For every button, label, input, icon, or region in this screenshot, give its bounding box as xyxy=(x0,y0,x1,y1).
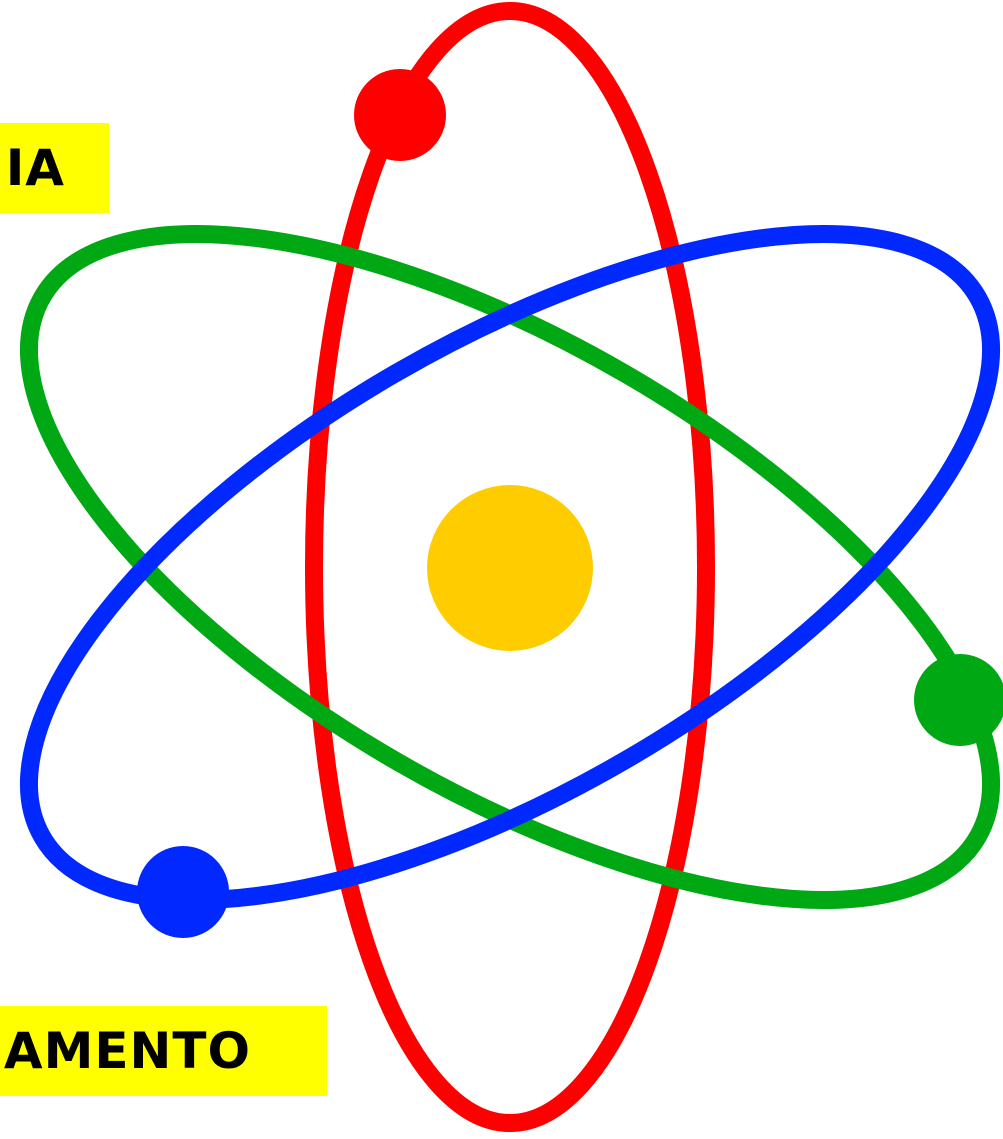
nucleus-dot xyxy=(427,485,593,651)
electron-red xyxy=(354,69,446,161)
top-label: IA xyxy=(0,123,109,213)
top-label-text: IA xyxy=(6,139,65,197)
bottom-label-text: AMENTO xyxy=(4,1022,251,1080)
electron-green xyxy=(914,654,1003,746)
bottom-label: AMENTO xyxy=(0,1006,327,1096)
electron-blue xyxy=(137,846,229,938)
